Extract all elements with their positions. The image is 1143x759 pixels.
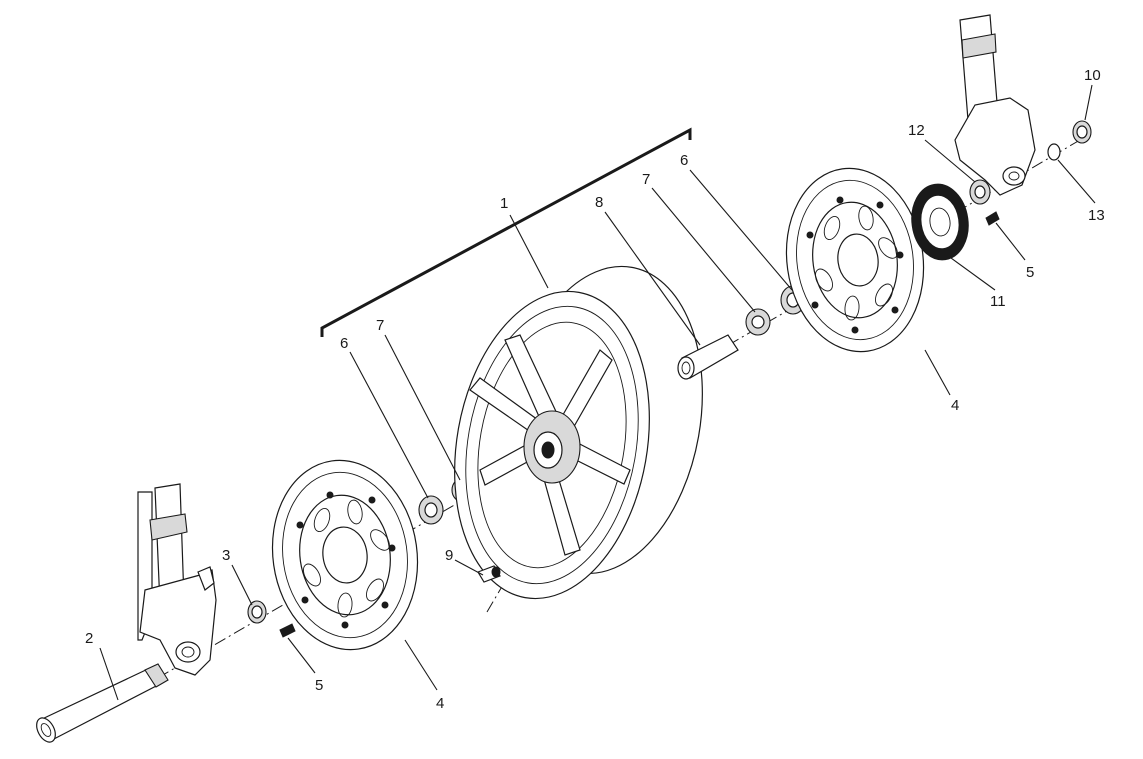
callout-9: 9: [445, 547, 453, 564]
valve-9: [477, 565, 501, 583]
bearing-6-left: [418, 495, 444, 525]
wheel-assembly-bracket: [320, 127, 692, 337]
washer-13: [1047, 143, 1061, 161]
callout-1: 1: [500, 195, 508, 212]
callout-7-right: 7: [642, 171, 650, 188]
axle: [36, 663, 169, 743]
spacer-12: [969, 179, 991, 205]
leader-lines: [99, 84, 1096, 701]
callout-5-right: 5: [1026, 264, 1034, 281]
brake-disc-right: [785, 167, 925, 353]
callout-labels: 1 2 3 4 4 5 5 6 6 7 7 8 9 10 11 12 13: [85, 67, 1105, 712]
callout-5-left: 5: [315, 677, 323, 694]
seal-7-right: [745, 308, 771, 336]
screw-5-right: [985, 211, 1000, 226]
callout-11: 11: [990, 293, 1006, 310]
spacer-3: [247, 600, 267, 624]
wheel-rim: [454, 265, 703, 600]
callout-7-left: 7: [376, 317, 384, 334]
callout-10: 10: [1084, 67, 1101, 84]
callout-13: 13: [1088, 207, 1105, 224]
callout-6-left: 6: [340, 335, 348, 352]
callout-4-left: 4: [436, 695, 444, 712]
sensor-ring-11: [911, 183, 969, 261]
callout-4-right: 4: [951, 397, 959, 414]
axle-nut-10: [1072, 120, 1092, 144]
callout-3: 3: [222, 547, 230, 564]
callout-6-right: 6: [680, 152, 688, 169]
callout-2: 2: [85, 630, 93, 647]
left-fork-leg: [137, 483, 217, 676]
spacer-tube-8: [677, 334, 739, 380]
callout-12: 12: [908, 122, 925, 139]
screw-5-left: [279, 623, 296, 638]
brake-disc-left: [271, 459, 419, 651]
right-fork-leg: [954, 14, 1036, 196]
callout-8: 8: [595, 194, 603, 211]
